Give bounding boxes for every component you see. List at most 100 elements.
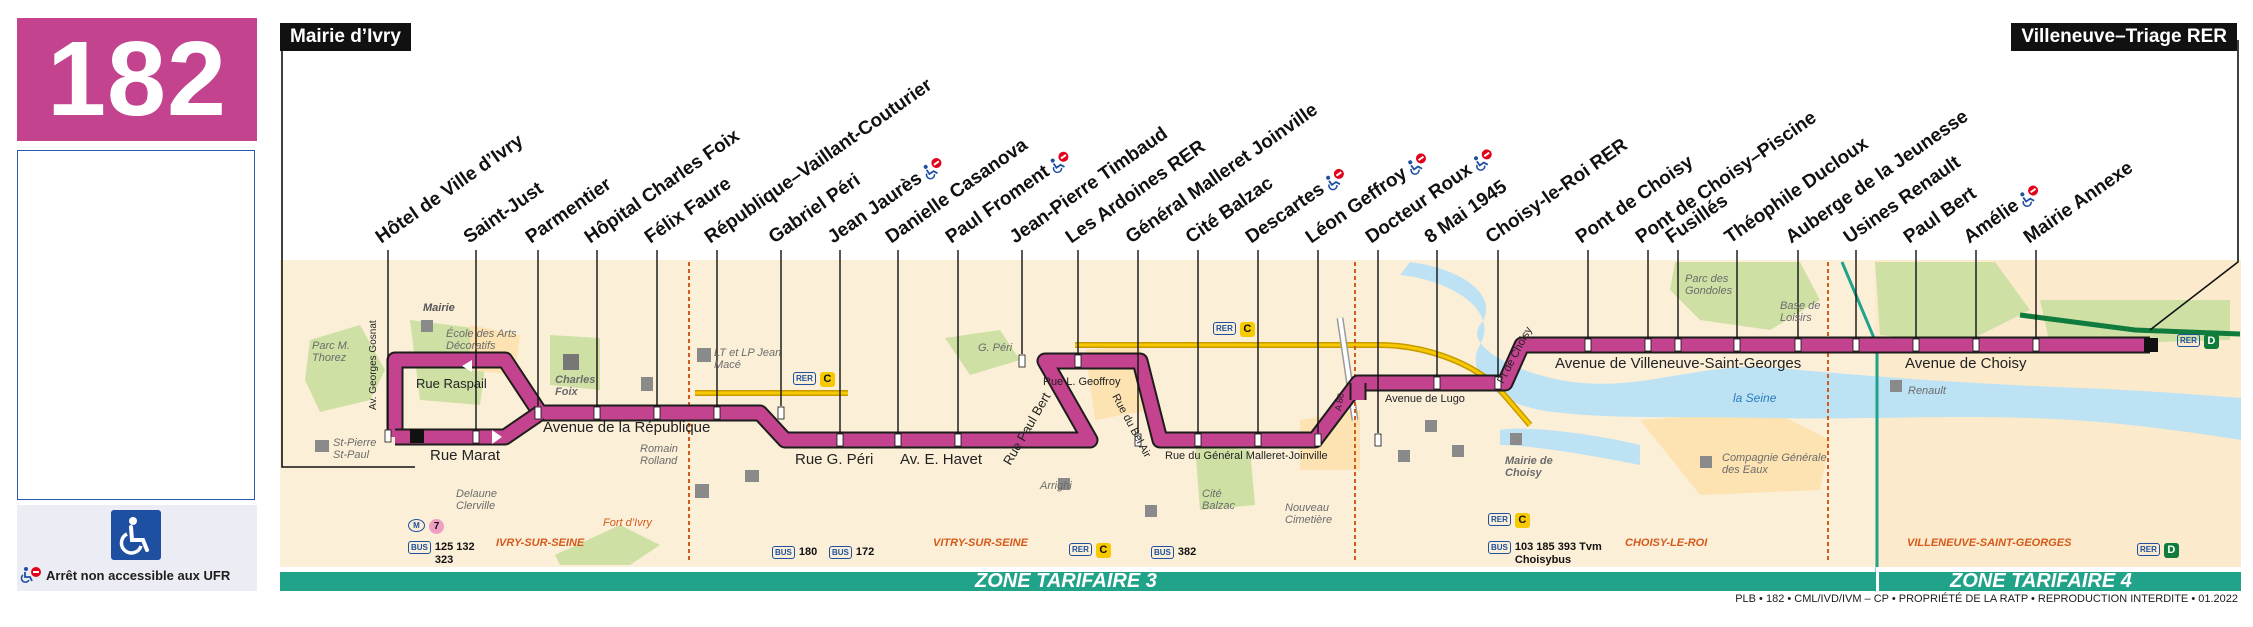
connection-rer-choisy: RER C (1488, 513, 1530, 528)
stop-marker (384, 429, 392, 443)
connection-bus-jaures: BUS 172 (829, 546, 874, 559)
place-label: St-Pierre St-Paul (333, 437, 377, 461)
rer-icon: RER (2177, 334, 2200, 347)
no-ufr-icon (20, 567, 41, 583)
no-ufr-icon (1045, 145, 1077, 176)
stop-marker (1733, 338, 1741, 352)
connection-rer-villeneuve: RER D (2137, 543, 2179, 558)
bus-lines: 180 (798, 546, 818, 558)
wheelchair-icon (111, 510, 161, 560)
bus-icon: BUS (772, 546, 795, 559)
rer-line-badge: D (2163, 543, 2179, 558)
bus-lines: 125 132 323 (434, 541, 475, 566)
commune-label: IVRY-SUR-SEINE (496, 537, 585, 549)
stop-marker (1794, 338, 1802, 352)
stop-marker (1852, 338, 1860, 352)
rer-line-badge: C (1514, 513, 1530, 528)
street-label: Rue Raspail (416, 376, 487, 391)
stop-marker (713, 406, 721, 420)
rer-icon: RER (793, 372, 816, 385)
connection-bus-choisy: BUS 103 185 393 Tvm Choisybus (1488, 541, 1615, 567)
route-line (388, 338, 2150, 447)
bus-lines: 172 (855, 546, 875, 558)
stop-label: Paul Froment (942, 145, 1077, 248)
connection-rer-map: RER C (1213, 322, 1255, 337)
rer-line-badge: C (819, 372, 835, 387)
commune-label: CHOISY-LE-ROI (1625, 537, 1708, 549)
stop-marker (1433, 376, 1441, 390)
notes-box (17, 150, 255, 500)
place-label: École des Arts Décoratifs (446, 328, 517, 352)
no-ufr-icon (1467, 143, 1499, 174)
bus-lines: 382 (1177, 546, 1197, 558)
bus-lines: 103 185 393 Tvm Choisybus (1514, 541, 1602, 566)
place-label: Parc M. Thorez (312, 340, 350, 364)
fare-zone-bar (280, 572, 2241, 591)
connection-bus-malleret: BUS 382 (1151, 546, 1196, 559)
stop-marker (1972, 338, 1980, 352)
no-ufr-icon (917, 152, 949, 183)
place-label: la Seine (1733, 391, 1777, 405)
connection-bus-gperi: BUS 180 (772, 546, 817, 559)
place-label: Romain Rolland (640, 443, 678, 467)
place-label: Base de Loisirs (1780, 300, 1821, 324)
metro-line-badge: 7 (429, 519, 444, 534)
rer-icon: RER (1069, 543, 1092, 556)
rer-line-badge: C (1095, 543, 1111, 558)
rer-icon: RER (2137, 543, 2160, 556)
place-label: Charles Foix (555, 374, 596, 398)
stop-marker (1074, 354, 1082, 368)
stop-label: Jean Jaurès (824, 152, 949, 248)
stop-marker (954, 433, 962, 447)
stop-marker (1912, 338, 1920, 352)
stop-marker (777, 406, 785, 420)
connection-rer-republique: RER C (793, 372, 835, 387)
place-label: Mairie de Choisy (1505, 455, 1553, 479)
metro-icon: M (408, 519, 425, 532)
stop-marker (653, 406, 661, 420)
stop-marker (2032, 338, 2040, 352)
route-number-badge: 182 (17, 18, 257, 141)
terminus-start-label: Mairie d’Ivry (280, 23, 411, 51)
connection-rer-villeneuve-map: RER D (2177, 334, 2219, 349)
stop-label: Amélie (1960, 179, 2046, 248)
no-ufr-icon (2014, 179, 2046, 210)
place-label: Renault (1908, 385, 1946, 397)
terminus-start-marker (410, 429, 424, 443)
place-label: Compagnie Générale des Eaux (1722, 452, 1827, 476)
stop-marker (1374, 433, 1382, 447)
street-label: Av. Georges Gosnat (368, 320, 379, 410)
no-ufr-icon (1320, 163, 1352, 194)
direction-arrow (492, 430, 502, 444)
no-ufr-icon (1402, 147, 1434, 178)
stop-marker (1584, 338, 1592, 352)
commune-label: VITRY-SUR-SEINE (933, 537, 1028, 549)
stop-label: Léon Geffroy (1302, 147, 1434, 248)
stop-marker (1314, 433, 1322, 447)
street-label: Av. E. Havet (900, 451, 982, 468)
zone-4-label: ZONE TARIFAIRE 4 (1950, 570, 2132, 592)
stop-label: Docteur Roux (1362, 143, 1499, 248)
bus-icon: BUS (829, 546, 852, 559)
stop-marker (894, 433, 902, 447)
seine-river (1400, 262, 2241, 440)
stop-marker (593, 406, 601, 420)
connection-bus-ivry: BUS 125 132 323 (408, 541, 485, 567)
stop-marker (1644, 338, 1652, 352)
bus-icon: BUS (1488, 541, 1511, 554)
street-label: Rue du Général Malleret-Joinville (1165, 450, 1328, 462)
connection-metro: M 7 (408, 519, 444, 534)
rer-line-badge: D (2203, 334, 2219, 349)
bus-icon: BUS (408, 541, 431, 554)
rer-line-badge: C (1239, 322, 1255, 337)
terminus-end-label: Villeneuve–Triage RER (2011, 23, 2237, 51)
stop-marker (1494, 376, 1502, 390)
stop-label: Descartes (1242, 163, 1352, 248)
rer-icon: RER (1213, 322, 1236, 335)
street-label: Rue L. Geoffroy (1043, 376, 1121, 388)
street-label: Avenue de Choisy (1905, 355, 2027, 372)
place-label: G. Péri (978, 342, 1013, 354)
stop-marker (1254, 433, 1262, 447)
rer-icon: RER (1488, 513, 1511, 526)
